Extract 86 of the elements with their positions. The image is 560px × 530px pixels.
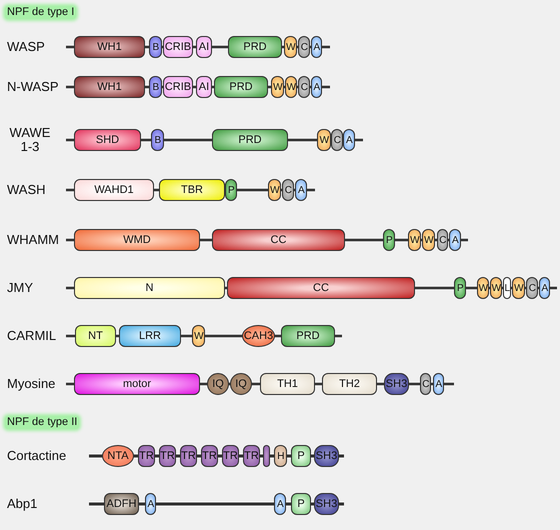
domain-box: PRD: [281, 325, 335, 347]
domain-box: SH3: [314, 445, 339, 467]
protein-name: WAWE 1-3: [8, 126, 52, 154]
domain-box: LRR: [119, 325, 181, 347]
domain-box: TR: [201, 445, 218, 467]
protein-name: WASP: [7, 40, 45, 54]
domain-box: AI: [196, 36, 212, 58]
domain-box: TH1: [260, 373, 315, 395]
domain-box: WH1: [74, 76, 145, 98]
protein-name: WASH: [7, 183, 46, 197]
domain-box: C: [526, 277, 538, 299]
domain-box: W: [284, 36, 297, 58]
section-heading: NPF de type I: [5, 6, 76, 19]
domain-box: TR: [180, 445, 197, 467]
domain-box: W: [490, 277, 502, 299]
domain-box: A: [343, 129, 355, 151]
domain-box: TR: [138, 445, 155, 467]
domain-box: W: [512, 277, 525, 299]
domain-box: ADFH: [104, 493, 139, 515]
domain-box: C: [298, 76, 310, 98]
domain-box: W: [408, 229, 421, 251]
domain-box: P: [291, 493, 311, 515]
protein-name: JMY: [7, 281, 33, 295]
domain-box: PRD: [212, 129, 288, 151]
domain-box: SH3: [384, 373, 409, 395]
domain-box: A: [311, 36, 322, 58]
protein-name: Cortactine: [7, 449, 66, 463]
domain-box: L: [503, 277, 511, 299]
domain-box: B: [149, 76, 162, 98]
domain-box: W: [477, 277, 489, 299]
domain-box: CAH3: [242, 325, 275, 347]
domain-box: A: [311, 76, 322, 98]
domain-box: A: [145, 493, 156, 515]
domain-box: PRD: [228, 36, 282, 58]
domain-box: WH1: [74, 36, 145, 58]
domain-box: W: [271, 76, 284, 98]
domain-box: P: [383, 229, 395, 251]
section-heading: NPF de type II: [5, 416, 80, 429]
domain-box: CC: [227, 277, 415, 299]
domain-box: SHD: [74, 129, 141, 151]
domain-box: TBR: [159, 179, 225, 201]
domain-box: C: [420, 373, 431, 395]
domain-box: C: [437, 229, 448, 251]
domain-box: C: [331, 129, 343, 151]
domain-box: P: [225, 179, 237, 201]
domain-box: CC: [212, 229, 345, 251]
domain-box: TR: [159, 445, 176, 467]
domain-box: P: [291, 445, 311, 467]
domain-box: WAHD1: [74, 179, 154, 201]
domain-box: TR: [222, 445, 239, 467]
domain-box: motor: [74, 373, 200, 395]
domain-box: N: [74, 277, 225, 299]
domain-box: A: [539, 277, 550, 299]
domain-box: A: [433, 373, 444, 395]
domain-circle: IQ: [230, 373, 252, 395]
domain-box: SH3: [314, 493, 339, 515]
domain-box: W: [285, 76, 297, 98]
domain-box: A: [274, 493, 286, 515]
protein-name: WHAMM: [7, 233, 59, 247]
domain-box: W: [422, 229, 435, 251]
protein-name: Abp1: [7, 497, 38, 511]
domain-box: CRIB: [163, 76, 193, 98]
domain-box: P: [454, 277, 466, 299]
domain-box: B: [151, 129, 164, 151]
domain-box: [263, 445, 270, 467]
protein-name: CARMIL: [7, 329, 56, 343]
domain-box: H: [274, 445, 287, 467]
domain-box: PRD: [214, 76, 268, 98]
domain-circle: IQ: [207, 373, 229, 395]
domain-box: W: [317, 129, 331, 151]
domain-box: A: [295, 179, 307, 201]
domain-box: TR: [243, 445, 260, 467]
domain-box: A: [449, 229, 461, 251]
domain-box: W: [192, 325, 205, 347]
protein-name: Myosine: [7, 377, 56, 391]
domain-box: C: [282, 179, 294, 201]
domain-box: W: [268, 179, 281, 201]
domain-box: NTA: [102, 445, 134, 467]
domain-box: B: [149, 36, 162, 58]
domain-box: AI: [196, 76, 212, 98]
domain-box: NT: [75, 325, 116, 347]
domain-box: WMD: [74, 229, 200, 251]
domain-box: CRIB: [163, 36, 193, 58]
domain-box: TH2: [322, 373, 377, 395]
protein-name: N-WASP: [7, 80, 59, 94]
domain-box: C: [298, 36, 310, 58]
